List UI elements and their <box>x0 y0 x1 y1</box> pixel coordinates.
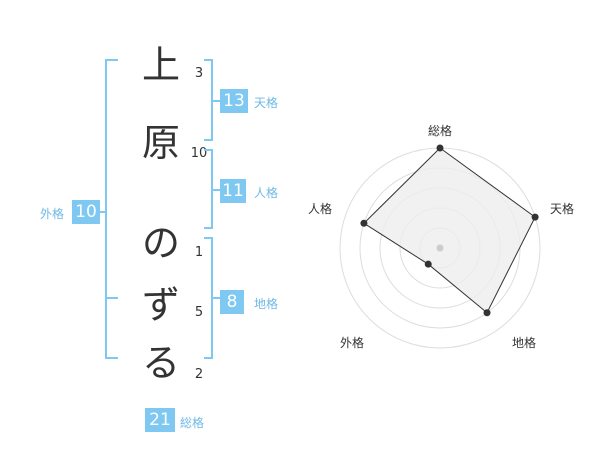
name-character-3: の <box>141 221 180 265</box>
radar-point-2 <box>531 213 539 221</box>
soukaku-value-badge: 21 <box>145 408 175 432</box>
radar-axis-label-jinkaku: 人格 <box>307 202 332 216</box>
gaikaku-label: 外格 <box>40 207 65 221</box>
chikaku-value-badge: 8 <box>220 290 244 314</box>
jinkaku-label: 人格 <box>254 186 279 200</box>
gaikaku-bracket <box>105 59 118 359</box>
radar-axis-label-tenkaku: 天格 <box>549 202 574 216</box>
radar-center-point <box>436 244 444 252</box>
chikaku-label: 地格 <box>254 297 279 311</box>
stroke-count-3: 1 <box>194 245 204 260</box>
radar-axis-label-gaikaku: 外格 <box>339 336 364 350</box>
name-character-4: ず <box>141 283 180 327</box>
name-character-2: 原 <box>141 121 180 165</box>
radar-point-1 <box>436 144 444 152</box>
radar-point-3 <box>483 309 491 317</box>
jinkaku-value-badge: 11 <box>220 179 246 203</box>
radar-axis-label-soukaku: 総格 <box>427 124 452 138</box>
stroke-count-5: 2 <box>194 367 204 382</box>
name-character-5: る <box>141 341 180 385</box>
soukaku-label: 総格 <box>180 416 205 430</box>
gaikaku-value-badge: 10 <box>72 200 100 224</box>
tenkaku-value-badge: 13 <box>220 89 248 113</box>
radar-polygon <box>363 147 536 314</box>
radar-point-5 <box>360 219 368 227</box>
stroke-count-4: 5 <box>194 305 204 320</box>
stroke-count-1: 3 <box>194 66 204 81</box>
tenkaku-label: 天格 <box>254 96 279 110</box>
stroke-count-2: 10 <box>190 146 208 161</box>
radar-axis-label-chikaku: 地格 <box>511 336 536 350</box>
name-character-1: 上 <box>141 43 180 87</box>
radar-point-4 <box>424 260 432 268</box>
